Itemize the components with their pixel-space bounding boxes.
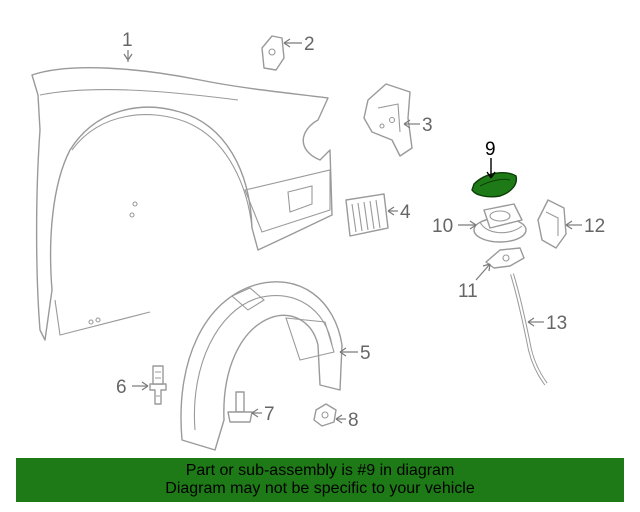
part-3-extension[interactable] [363, 83, 413, 157]
callout-5[interactable]: 5 [360, 343, 371, 364]
callout-10[interactable]: 10 [432, 216, 453, 237]
banner-line-disclaimer: Diagram may not be specific to your vehi… [165, 480, 475, 497]
leader-lines [123, 38, 582, 424]
part-12-fuel-door[interactable] [537, 199, 567, 249]
callout-6[interactable]: 6 [116, 377, 127, 398]
callout-7[interactable]: 7 [264, 404, 275, 425]
callout-13[interactable]: 13 [546, 313, 567, 334]
part-13-drain-hose[interactable] [510, 273, 548, 386]
part-4-vent-grille[interactable] [345, 193, 389, 237]
callout-1[interactable]: 1 [122, 30, 133, 51]
callout-9[interactable]: 9 [485, 139, 496, 160]
part-1-quarter-panel[interactable] [31, 67, 333, 341]
part-9-fuel-door-housing[interactable] [471, 172, 518, 198]
info-banner: Part or sub-assembly is #9 in diagram Di… [16, 458, 624, 502]
callout-11[interactable]: 11 [458, 281, 478, 302]
part-5-wheel-liner[interactable] [180, 281, 343, 451]
callout-8[interactable]: 8 [348, 410, 359, 431]
banner-line-part-info: Part or sub-assembly is #9 in diagram [185, 462, 455, 479]
part-2-bracket[interactable] [261, 35, 285, 71]
callout-2[interactable]: 2 [304, 34, 315, 55]
callout-3[interactable]: 3 [422, 115, 433, 136]
part-6-clip[interactable] [149, 365, 167, 405]
callout-12[interactable]: 12 [584, 216, 605, 237]
part-11-retainer[interactable] [485, 247, 525, 269]
part-7-bolt[interactable] [227, 391, 253, 423]
part-8-nut[interactable] [313, 403, 337, 427]
callout-4[interactable]: 4 [400, 202, 411, 223]
part-10-filler-pocket[interactable] [473, 203, 527, 243]
